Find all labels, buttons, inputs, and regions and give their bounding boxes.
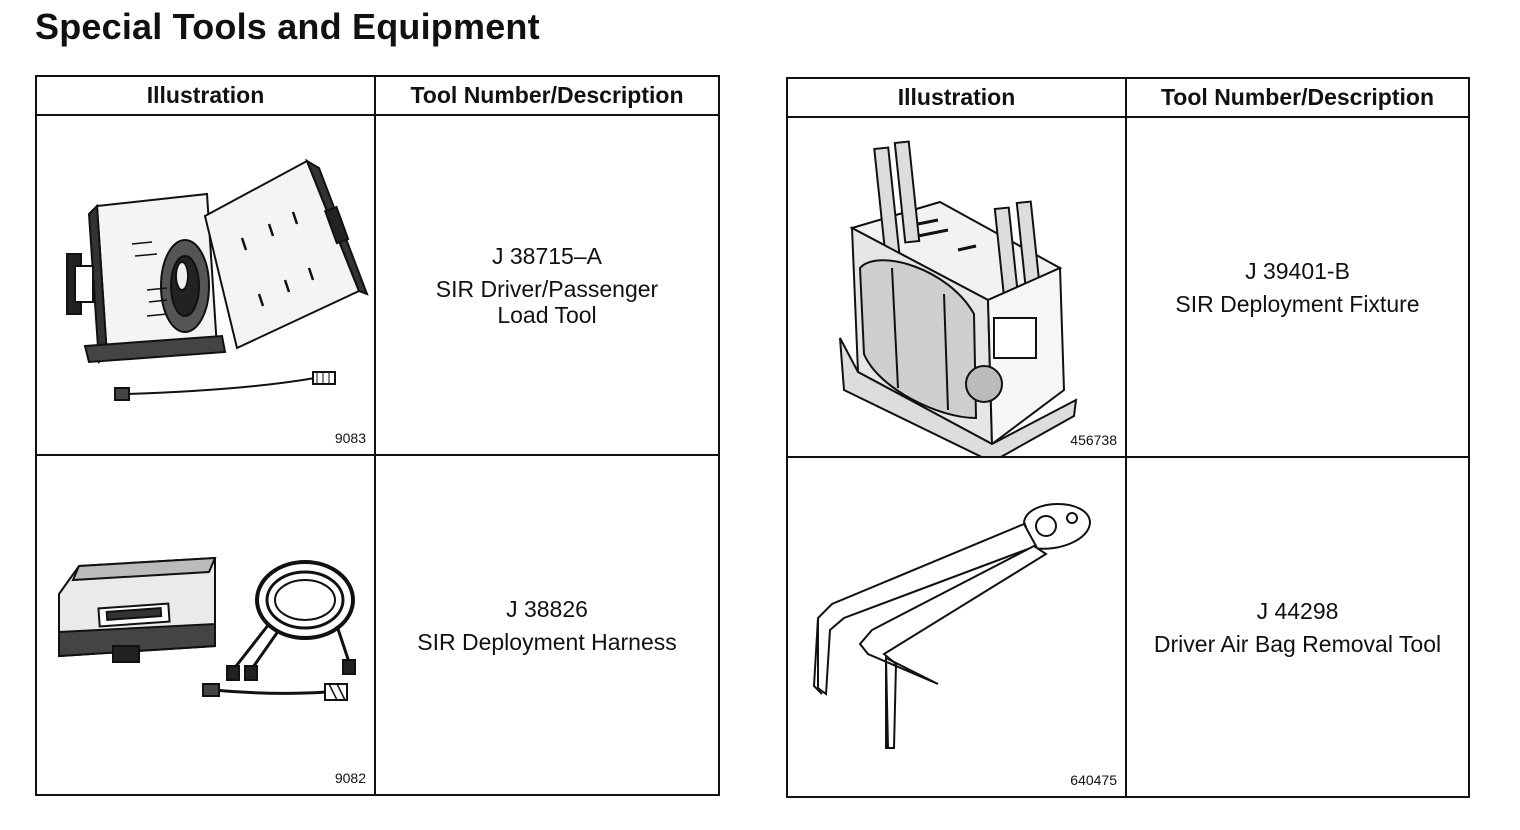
- tool-description-cell: J 39401-B SIR Deployment Fixture: [1125, 116, 1470, 458]
- illustration-cell: 9083: [35, 114, 376, 456]
- illustration-cell: 456738: [786, 116, 1127, 458]
- illustration-cell: 9082: [35, 454, 376, 796]
- tool-number: J 39401-B: [1245, 257, 1350, 284]
- figure-number: 9083: [334, 430, 366, 446]
- table-row: 9083 J 38715–A SIR Driver/Passenger Load…: [35, 114, 720, 456]
- tool-description-cell: J 38715–A SIR Driver/Passenger Load Tool: [374, 114, 720, 456]
- tool-number: J 38826: [506, 595, 588, 622]
- tool-description: SIR Deployment Fixture: [1175, 290, 1420, 317]
- deployment-harness-icon: [58, 556, 356, 701]
- tool-description: SIR Deployment Harness: [417, 628, 677, 655]
- header-illustration: Illustration: [786, 77, 1127, 118]
- load-tool-case-icon: [66, 158, 369, 401]
- header-row: Illustration Tool Number/Description: [35, 75, 720, 116]
- header-tool-number: Tool Number/Description: [1125, 77, 1470, 118]
- deployment-fixture-icon: [839, 140, 1078, 456]
- figure-number: 640475: [1070, 772, 1117, 788]
- header-tool-number: Tool Number/Description: [374, 75, 720, 116]
- tools-table-right: Illustration Tool Number/Description: [786, 77, 1470, 798]
- tool-description: Driver Air Bag Removal Tool: [1153, 630, 1442, 657]
- figure-number: 9082: [334, 770, 366, 786]
- tool-number: J 44298: [1256, 597, 1339, 624]
- tool-description-cell: J 38826 SIR Deployment Harness: [374, 454, 720, 796]
- header-row: Illustration Tool Number/Description: [786, 77, 1470, 118]
- figure-number: 456738: [1070, 432, 1117, 448]
- tool-description-cell: J 44298 Driver Air Bag Removal Tool: [1125, 456, 1470, 798]
- header-illustration: Illustration: [35, 75, 376, 116]
- page-title: Special Tools and Equipment: [35, 6, 540, 47]
- illustration-cell: 640475: [786, 456, 1127, 798]
- table-row: 640475 J 44298 Driver Air Bag Removal To…: [786, 456, 1470, 798]
- tools-table-left: Illustration Tool Number/Description: [35, 75, 720, 796]
- air-bag-removal-tool-icon: [812, 503, 1092, 749]
- tool-description: SIR Driver/Passenger Load Tool: [435, 275, 659, 328]
- table-row: 9082 J 38826 SIR Deployment Harness: [35, 454, 720, 796]
- table-row: 456738 J 39401-B SIR Deployment Fixture: [786, 116, 1470, 458]
- tool-number: J 38715–A: [492, 242, 602, 269]
